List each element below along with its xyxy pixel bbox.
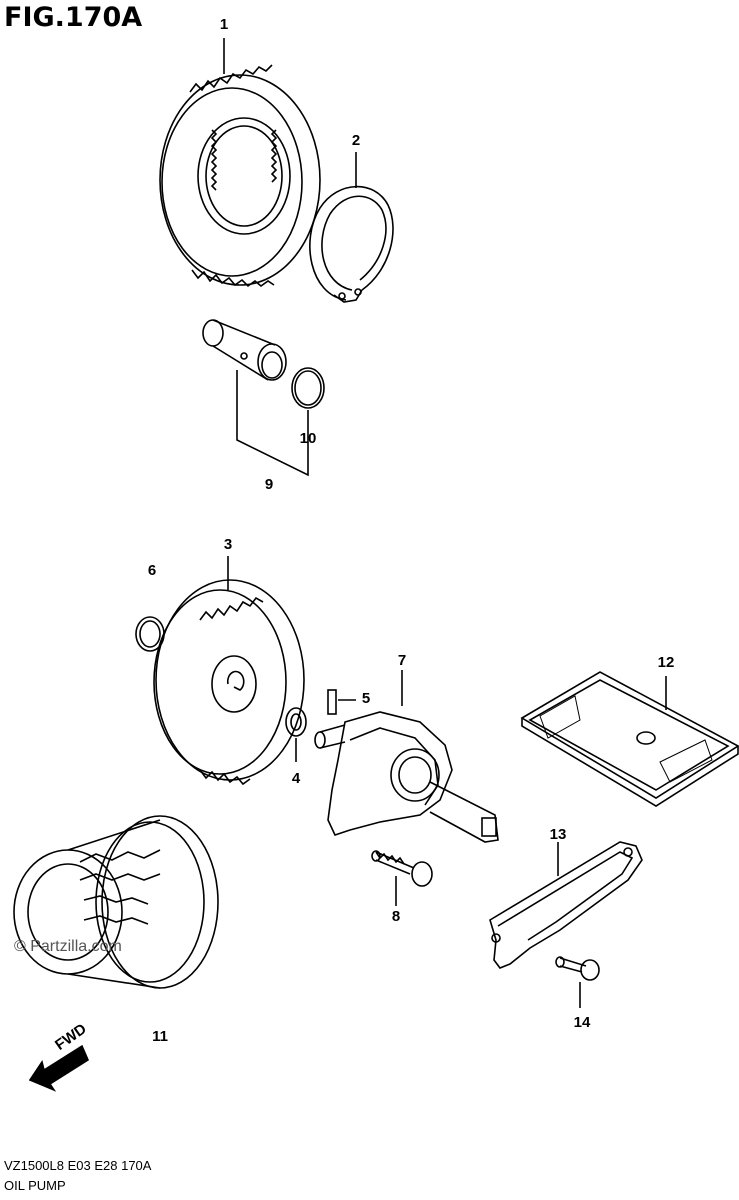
callout-2: 2 (351, 132, 361, 149)
callout-5: 5 (361, 690, 371, 707)
part-4-washer (285, 707, 307, 737)
callout-9: 9 (264, 476, 274, 493)
part-5-pin (327, 689, 337, 715)
callout-7: 7 (397, 652, 407, 669)
part-10-oring (291, 367, 325, 409)
part-1-gear (159, 64, 321, 288)
footer-name: OIL PUMP (4, 1178, 66, 1193)
watermark: © Partzilla.com (14, 938, 122, 955)
part-3-gear (153, 579, 305, 786)
callout-6: 6 (147, 562, 157, 579)
part-11-oil-filter (13, 815, 219, 989)
part-2-circlip (309, 185, 394, 303)
callout-1: 1 (219, 16, 229, 33)
callout-13: 13 (549, 826, 567, 843)
part-7-oil-pump (314, 711, 499, 843)
part-9-pin (202, 319, 287, 381)
part-12-strainer (520, 671, 739, 807)
part-8-bolt (371, 850, 433, 887)
callout-8: 8 (391, 908, 401, 925)
callout-4: 4 (291, 770, 301, 787)
figure-title: FIG.170A (4, 2, 143, 33)
callout-11: 11 (152, 1028, 168, 1045)
callout-14: 14 (573, 1014, 591, 1031)
callout-10: 10 (299, 430, 317, 447)
callout-3: 3 (223, 536, 233, 553)
leader-9-10 (236, 370, 309, 477)
callout-12: 12 (657, 654, 675, 671)
part-13-plate (489, 841, 643, 969)
part-6-snap-ring (135, 616, 165, 652)
part-14-bolt (555, 956, 600, 981)
fwd-arrow-icon (28, 1044, 90, 1092)
footer-code: VZ1500L8 E03 E28 170A (4, 1158, 152, 1173)
